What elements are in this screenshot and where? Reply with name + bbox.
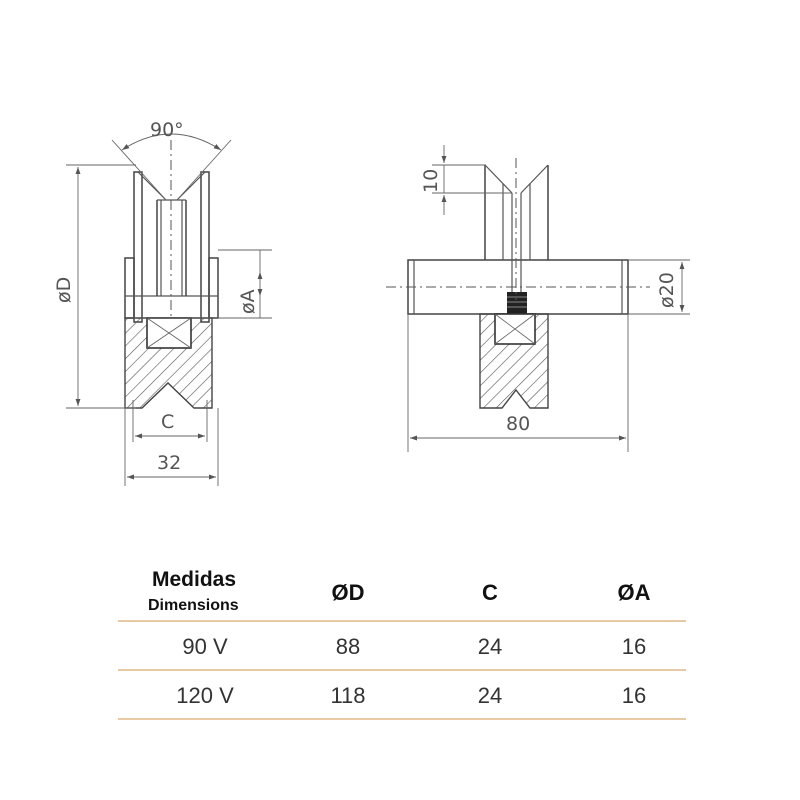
table-row: 90 V 88 24 16 (118, 622, 686, 671)
diameter-d-label: øD (53, 277, 75, 303)
table-header: Medidas Dimensions ØD C ØA (118, 560, 686, 622)
groove-depth-label: 10 (420, 169, 442, 193)
axle-length-label: 80 (506, 413, 530, 435)
left-flange (133, 171, 143, 323)
c-label: C (161, 411, 174, 433)
row-c: 24 (477, 634, 503, 659)
row-d: 118 (330, 683, 366, 708)
pulley-axle-view: 10 ø20 80 (386, 145, 690, 452)
angle-arc (121, 133, 222, 151)
row-c: 24 (477, 683, 503, 708)
set-screw (507, 292, 527, 314)
width-label: 32 (157, 452, 181, 474)
axle-diameter-label: ø20 (656, 272, 678, 308)
row-a: 16 (621, 634, 647, 659)
header-a: ØA (617, 580, 651, 605)
hub-left (124, 257, 135, 319)
dimensions-table: Medidas Dimensions ØD C ØA 90 V 88 24 16… (118, 560, 686, 720)
row-d: 88 (335, 634, 361, 659)
pulley-side-view: 90° øD øA C 32 (53, 119, 272, 486)
table-title: Medidas (152, 568, 237, 591)
header-c: C (482, 580, 498, 605)
header-d: ØD (331, 580, 365, 605)
diameter-a-label: øA (237, 289, 259, 314)
right-flange (200, 171, 210, 323)
angle-label: 90° (150, 119, 184, 141)
hub-right (208, 257, 219, 319)
table-row: 120 V 118 24 16 (118, 671, 686, 720)
row-model: 120 V (176, 683, 234, 708)
row-model: 90 V (182, 634, 228, 659)
row-a: 16 (621, 683, 647, 708)
table-subtitle: Dimensions (148, 597, 239, 614)
